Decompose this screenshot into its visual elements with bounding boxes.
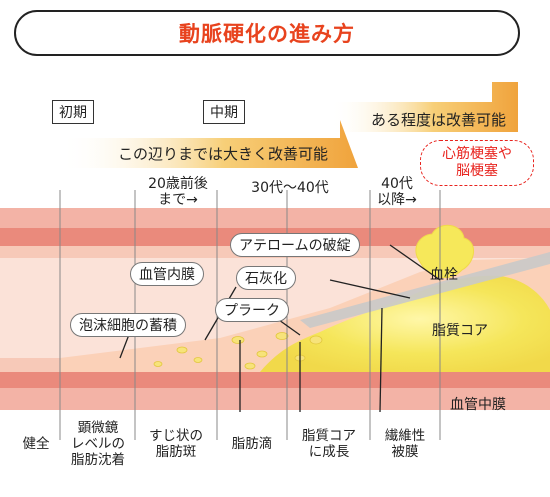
label-thrombus: 血栓 — [430, 264, 458, 284]
improvement-bands — [60, 82, 518, 168]
pointer-lines — [119, 244, 441, 413]
timing-30s-40s: 30代〜40代 — [240, 180, 340, 196]
label-media: 血管中膜 — [450, 394, 506, 414]
label-thrombus-text: 血栓 — [430, 267, 458, 283]
danger-box: 心筋梗塞や 脳梗塞 — [420, 140, 534, 186]
label-lipid-core-text: 脂質コア — [432, 323, 488, 339]
improvement-somewhat-text: ある程度は改善可能 — [371, 111, 507, 129]
bottom-label-lipid-growth-line2: に成長 — [308, 444, 350, 460]
callout-foam-cells: 泡沫細胞の蓄積 — [70, 313, 186, 337]
label-media-text: 血管中膜 — [450, 397, 506, 413]
callout-plaque: プラーク — [215, 298, 289, 322]
bottom-label-microscopic-line2: レベルの — [71, 436, 125, 452]
vessel-media-bottom — [0, 372, 550, 388]
bottom-label-fat-droplet: 脂肪滴 — [218, 436, 286, 452]
thrombus-shape — [415, 224, 474, 278]
callout-plaque-text: プラーク — [224, 303, 280, 319]
fat-droplets — [153, 332, 323, 370]
improvement-greatly-text: この辺りまでは大きく改善可能 — [118, 145, 329, 163]
bottom-label-healthy: 健全 — [14, 436, 58, 452]
bottom-label-healthy-line1: 健全 — [22, 436, 50, 452]
callout-intima: 血管内膜 — [130, 262, 204, 286]
bottom-label-fatty-streak: すじ状の 脂肪斑 — [136, 428, 216, 460]
timing-40s-line2: 以降→ — [377, 192, 417, 208]
bottom-label-lipid-growth-line1: 脂質コア — [302, 428, 356, 444]
calcification-band — [300, 252, 550, 328]
bottom-label-fibrous-cap-line2: 被膜 — [391, 444, 419, 460]
title-text: 動脈硬化の進み方 — [179, 22, 355, 46]
improvement-somewhat-label: ある程度は改善可能 — [371, 109, 506, 130]
improvement-greatly-arrow — [60, 120, 358, 168]
bottom-label-microscopic-line3: 脂肪沈着 — [71, 452, 125, 468]
callout-intima-text: 血管内膜 — [139, 267, 195, 283]
stage-early-label: 初期 — [59, 105, 87, 121]
timing-40s-plus: 40代 以降→ — [372, 176, 422, 208]
callout-atheroma-rupture: アテロームの破綻 — [230, 233, 360, 257]
page-title: 動脈硬化の進み方 — [14, 10, 520, 56]
timing-20s-line2: まで→ — [158, 192, 198, 208]
label-lipid-core: 脂質コア — [432, 320, 488, 340]
danger-line2: 脳梗塞 — [456, 163, 498, 179]
danger-line1: 心筋梗塞や — [442, 146, 512, 162]
bottom-label-fat-droplet-line1: 脂肪滴 — [231, 436, 273, 452]
bottom-label-fibrous-cap: 繊維性 被膜 — [370, 428, 440, 460]
callout-foam-cells-text: 泡沫細胞の蓄積 — [79, 318, 177, 334]
lipid-core-region — [260, 275, 550, 372]
callout-calcification: 石灰化 — [236, 266, 296, 290]
stage-middle-tag: 中期 — [203, 100, 245, 124]
stage-early-tag: 初期 — [52, 100, 94, 124]
bottom-label-microscopic-line1: 顕微鏡 — [77, 420, 119, 436]
timing-40s-line1: 40代 — [381, 176, 413, 192]
bottom-label-microscopic: 顕微鏡 レベルの 脂肪沈着 — [60, 420, 136, 468]
callout-calcification-text: 石灰化 — [245, 271, 287, 287]
bottom-label-fibrous-cap-line1: 繊維性 — [384, 428, 426, 444]
improvement-greatly-label: この辺りまでは大きく改善可能 — [118, 143, 328, 164]
timing-30s-line1: 30代〜40代 — [251, 180, 329, 196]
timing-20s-line1: 20歳前後 — [148, 176, 208, 192]
vessel-outer-bottom — [0, 388, 550, 410]
bottom-label-fatty-streak-line2: 脂肪斑 — [155, 444, 197, 460]
bottom-label-fatty-streak-line1: すじ状の — [149, 428, 203, 444]
callout-atheroma-rupture-text: アテロームの破綻 — [239, 238, 351, 254]
stage-middle-label: 中期 — [210, 105, 238, 121]
bottom-label-lipid-growth: 脂質コア に成長 — [288, 428, 370, 460]
improvement-somewhat-arrow — [330, 82, 518, 132]
vessel-outer-top — [0, 208, 550, 228]
timing-20s: 20歳前後 まで→ — [138, 176, 218, 208]
